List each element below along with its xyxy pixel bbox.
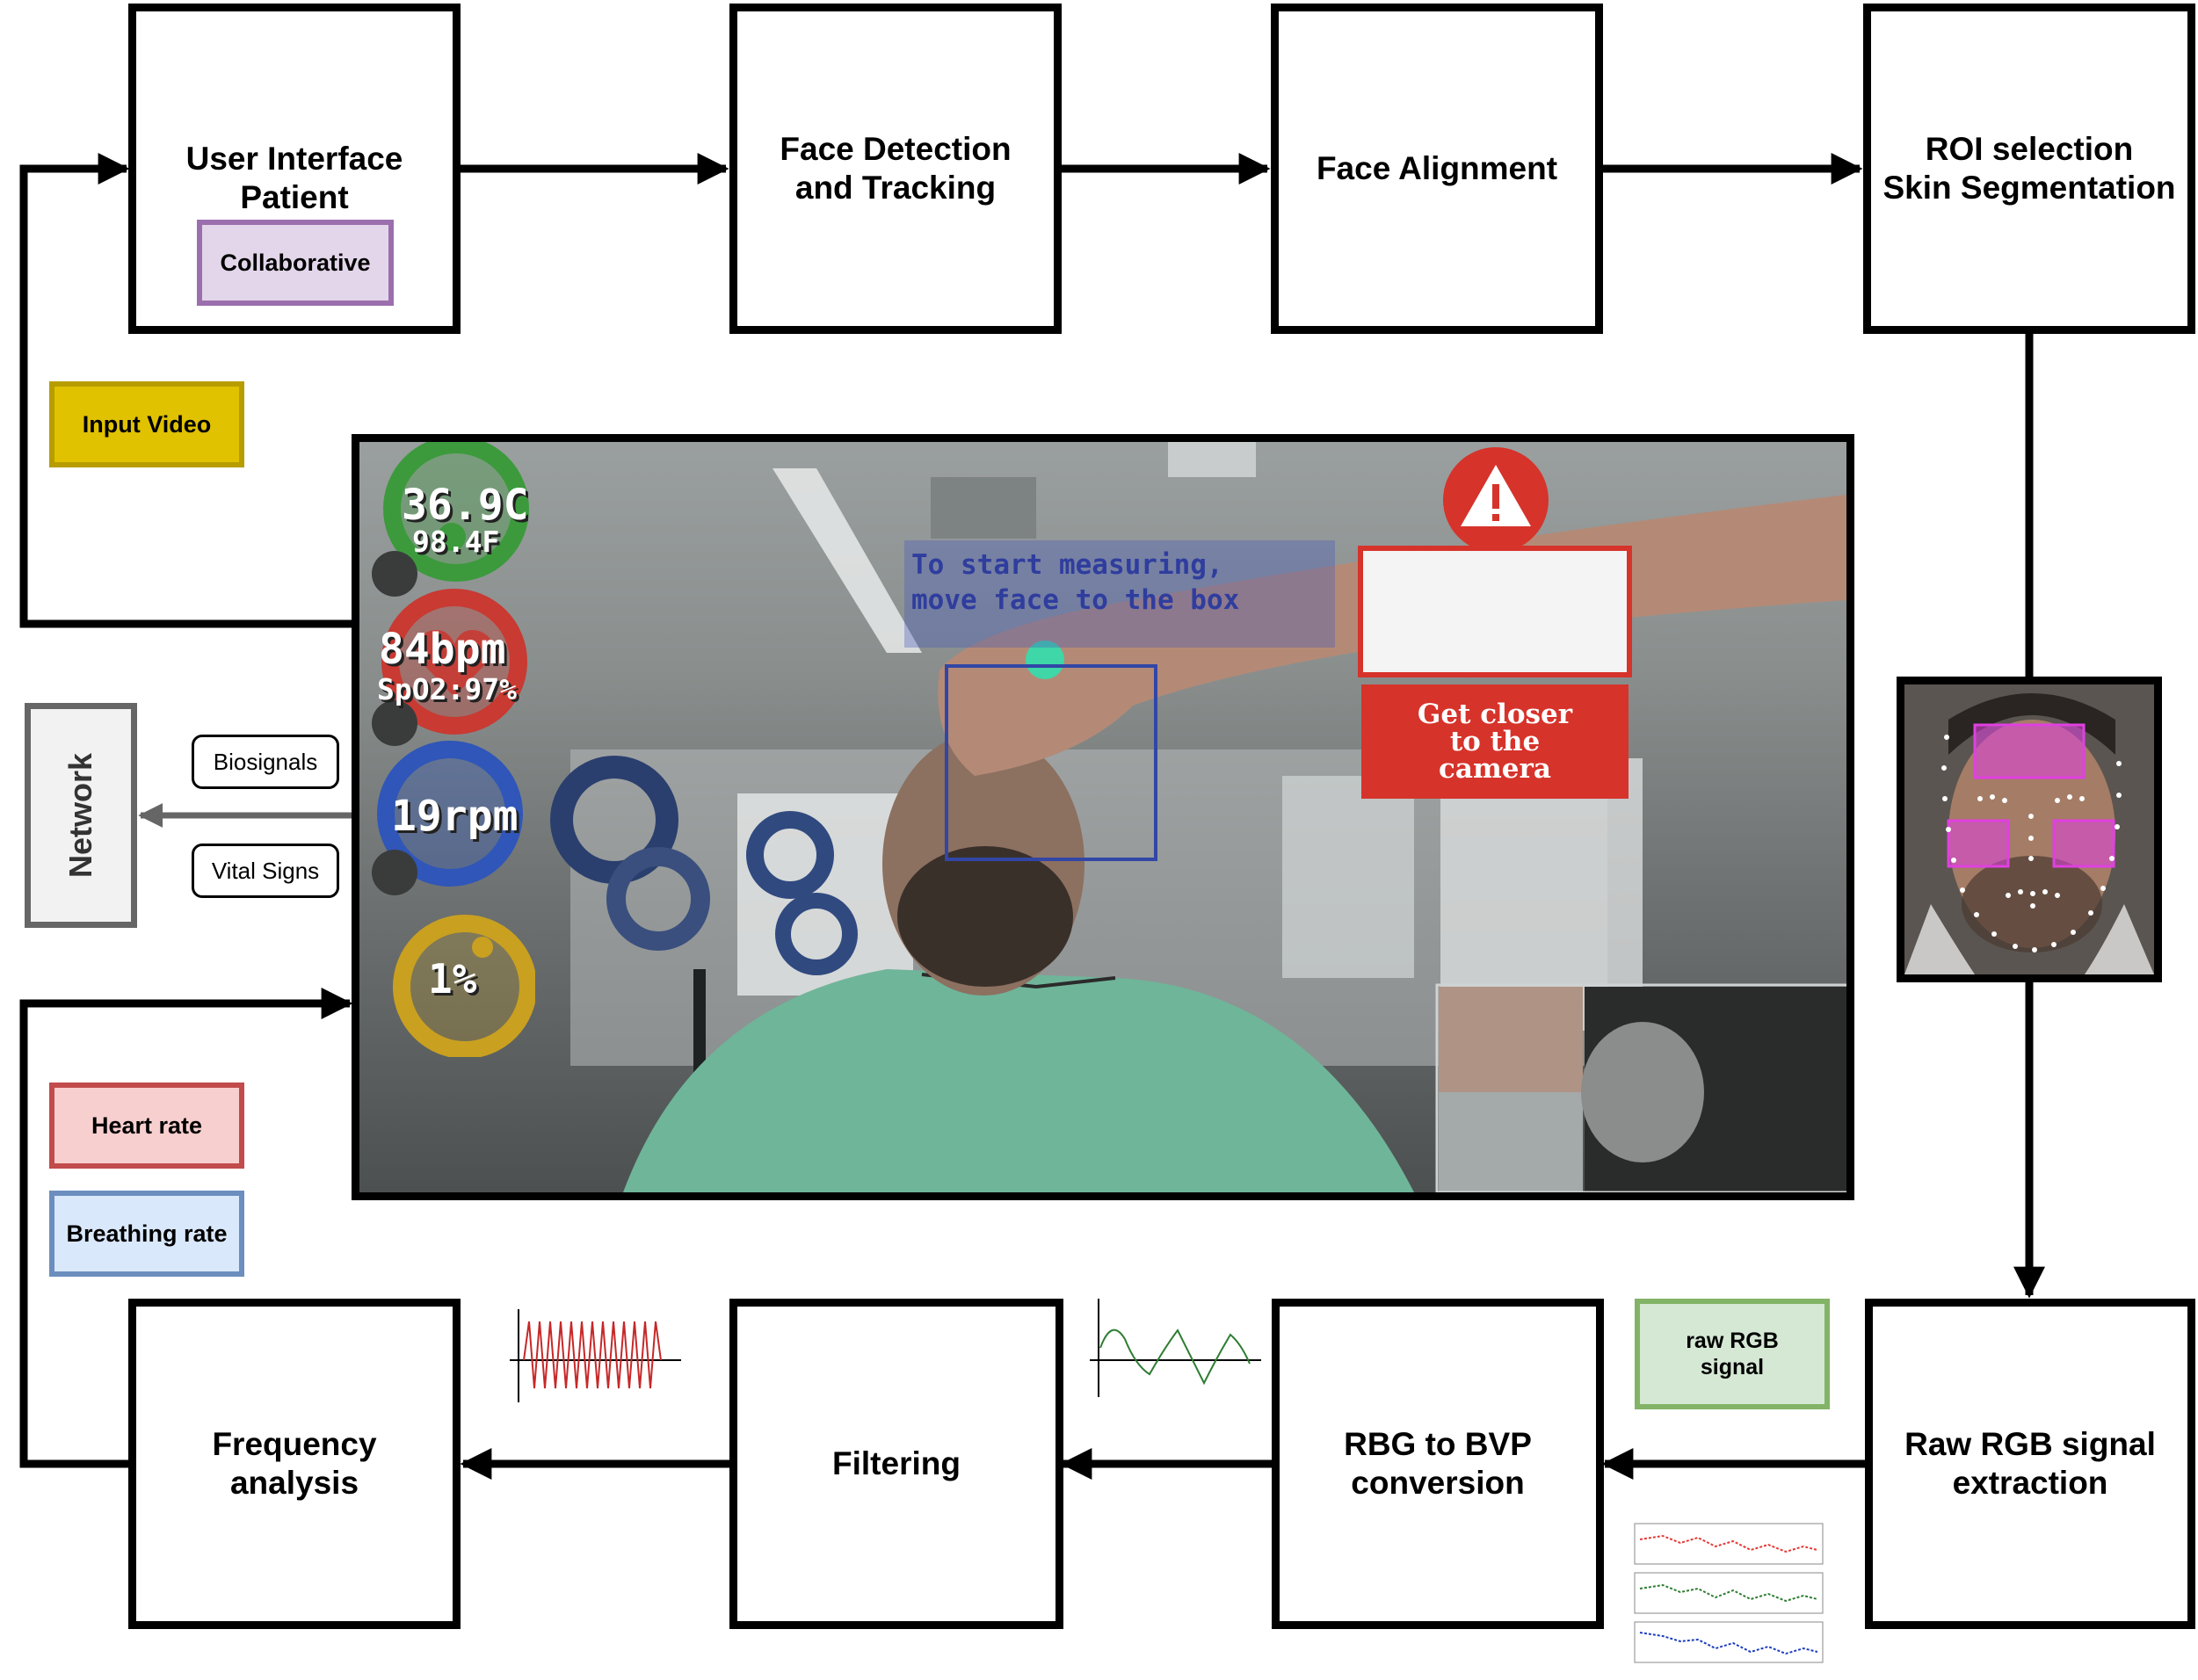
rgb-traces-icon [1634, 1523, 1824, 1663]
face-detection-box: Face Detection and Tracking [729, 4, 1062, 334]
respiration-value: 19rpm [391, 792, 519, 841]
heart-rate-tag: Heart rate [49, 1083, 244, 1169]
network-label: Network [62, 752, 98, 879]
hud-rings [372, 442, 529, 895]
biosignals-pill: Biosignals [192, 735, 339, 789]
warning-panel [1358, 546, 1632, 677]
loop-screen-to-ui [19, 153, 355, 628]
measure-prompt: To start measuring, move face to the box [904, 540, 1335, 648]
breathing-rate-tag: Breathing rate [49, 1191, 244, 1277]
rgb-to-bvp-box: RBG to BVP conversion [1272, 1299, 1604, 1629]
filtering-box: Filtering [729, 1299, 1063, 1629]
spo2-value: SpO2:97% [377, 672, 517, 706]
gauge-icon [472, 937, 493, 958]
landmark-points [1941, 735, 2122, 952]
collaborative-tag: Collaborative [197, 220, 394, 306]
lung-ring [377, 741, 523, 887]
forehead-roi [1973, 723, 2086, 779]
frequency-analysis-label: Frequency analysis [212, 1425, 377, 1501]
percent-gauge [393, 915, 535, 1057]
frequency-analysis-box: Frequency analysis [128, 1299, 461, 1629]
right-cheek-roi [2052, 819, 2115, 868]
user-interface-label: User Interface Patient [185, 141, 403, 216]
network-node: Network [25, 703, 137, 928]
roi-selection-box: ROI selection Skin Segmentation [1863, 4, 2195, 334]
raw-rgb-extraction-label: Raw RGB signal extraction [1904, 1425, 2156, 1501]
app-screenshot: 36.9C 98.4F 84bpm SpO2:97% 19rpm 1% To s… [352, 434, 1854, 1200]
vital-signs-pill: Vital Signs [192, 844, 339, 898]
roi-selection-label: ROI selection Skin Segmentation [1882, 130, 2176, 206]
thermometer-icon [438, 523, 466, 551]
temperature-ring [383, 442, 529, 582]
warning-message: Get closer to the camera [1361, 684, 1629, 799]
frequency-signal-icon [510, 1309, 681, 1402]
raw-rgb-extraction-box: Raw RGB signal extraction [1865, 1299, 2195, 1629]
heart-icon [416, 630, 493, 697]
face-roi-thumbnail [1897, 677, 2162, 982]
face-detection-label: Face Detection and Tracking [780, 130, 1012, 206]
left-cheek-roi [1947, 819, 2010, 868]
face-alignment-box: Face Alignment [1271, 4, 1603, 334]
warning-triangle-icon [1443, 447, 1549, 553]
filtered-signal-icon [1090, 1299, 1261, 1397]
loop-frequency-to-screen [19, 988, 353, 1468]
percent-value: 1% [428, 955, 477, 1003]
temperature-f: 98.4F [412, 525, 500, 559]
face-alignment-label: Face Alignment [1316, 149, 1558, 186]
face-roi-overlay [1904, 684, 2154, 974]
input-video-tag: Input Video [49, 381, 244, 467]
filtering-label: Filtering [832, 1445, 961, 1481]
rgb-to-bvp-label: RBG to BVP conversion [1344, 1425, 1532, 1501]
temperature-c: 36.9C [402, 481, 529, 530]
heart-rate-value: 84bpm [379, 625, 506, 674]
raw-rgb-signal-tag: raw RGB signal [1635, 1299, 1830, 1409]
